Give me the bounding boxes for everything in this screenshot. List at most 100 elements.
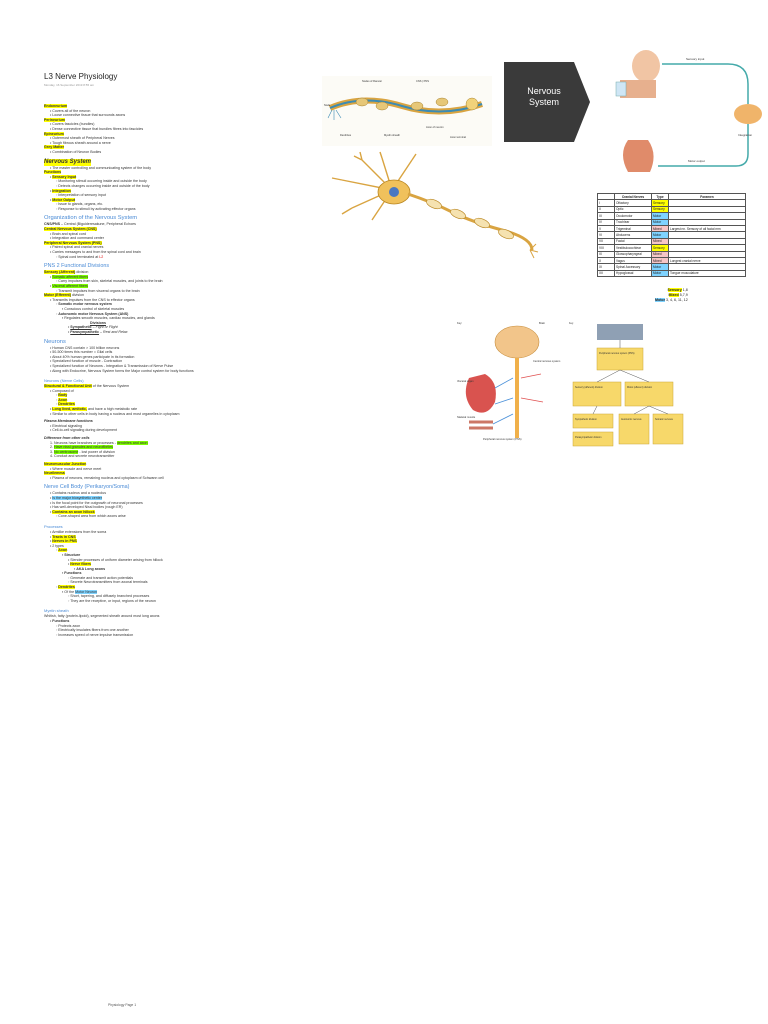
bullet: ◦ Axon — [56, 548, 68, 553]
bullet: • Human CNS contain > 100 billion neuron… — [50, 345, 120, 350]
svg-text:Somatic nervous: Somatic nervous — [655, 418, 674, 421]
bullet: ◦ Monitoring stimuli occurring inside an… — [56, 179, 147, 184]
bullet: • Integration and command center — [50, 236, 105, 241]
bullet: ▪ Functions — [62, 571, 82, 576]
bullet: • Combination of Neuron Bodies — [50, 149, 102, 154]
svg-text:Axon of neuron: Axon of neuron — [426, 125, 444, 129]
bullet: • Long lived, amitotic, and have a high … — [50, 407, 138, 412]
bullet: • About 40% human genes participate in i… — [50, 354, 135, 359]
bullet: ◦ Spinal cord terminated at L2 — [56, 254, 104, 259]
svg-text:Key:: Key: — [569, 322, 574, 325]
bullet: 4. Conduct and secrete neurotransmitter — [50, 454, 115, 459]
neuron-figure — [322, 150, 542, 270]
heading-processes: Processes — [44, 523, 63, 529]
line: Divisions — [90, 320, 106, 325]
term-nmj: Neuromuscular Junction — [44, 462, 87, 466]
bullet: • Transmits impulses from the CNS to eff… — [50, 297, 135, 302]
svg-text:Central nervous system (CNS): Central nervous system (CNS) — [533, 359, 561, 363]
table-cell — [668, 263, 746, 271]
bullet: ◦ Autonomic motor Nervous System (ANS) — [56, 311, 129, 316]
table-cell: Tongue musculature — [668, 269, 746, 278]
pns-flowchart-figure: Key: Peripheral nervous system (PNS) Sens… — [567, 318, 691, 452]
notes-body: Endoneurium • Covers all of the neuron •… — [44, 104, 284, 637]
bullet: • Covers fascicles (bundles) — [50, 122, 95, 127]
bullet: ◦ Carry impulses from skin, skeletal mus… — [56, 279, 163, 284]
bullet: ◦ They are the receptive, or input, regi… — [68, 598, 156, 603]
svg-text:Sensory (afferent) division: Sensory (afferent) division — [575, 386, 603, 389]
term-grey-matter: Grey Matter — [44, 145, 64, 150]
bullet: ▪ AKA Long axons — [74, 566, 106, 571]
nervous-system-arrow: Nervous System — [504, 62, 590, 142]
bullet: • Composed of — [50, 388, 74, 393]
term-epineurium: Epineurium — [44, 131, 64, 136]
cranial-summary: Sensory 1,8 Mixed 5,7,9 Motor 3, 4, 6, 1… — [655, 288, 688, 302]
bullet: • Integration — [50, 188, 71, 193]
term-cns: Central Nervous System (CNS) — [44, 227, 97, 232]
bullet: • Along with Endocrine, Nervous System f… — [50, 368, 194, 373]
svg-text:Motor output: Motor output — [688, 159, 705, 163]
svg-text:Peripheral nervous system (PNS: Peripheral nervous system (PNS) — [599, 352, 635, 355]
page-title: L3 Nerve Physiology — [44, 72, 118, 81]
bullet: • Slender processes of uniform diameter … — [68, 557, 163, 562]
bullet: • Electrical signaling — [50, 423, 83, 428]
heading-pns-divisions: PNS 2 Functional Divisions — [44, 263, 110, 270]
page-footer: Physiology Page 1 — [108, 1003, 137, 1007]
bullet: ◦ Generate and transmit action potential… — [68, 575, 134, 580]
bullet: ◦ Detects changes occurring inside and o… — [56, 183, 150, 188]
bullet: ◦ Axon — [56, 397, 68, 402]
bullet: • Motor Output — [50, 197, 76, 202]
bullet: ◦ Short, tapering, and diffusely branche… — [68, 594, 150, 599]
bullet: • Dense connective tissue that bundles f… — [50, 126, 144, 131]
table-cell: Motor — [651, 269, 669, 278]
svg-text:Node: Node — [324, 103, 331, 107]
heading-difference: Difference from other cells — [44, 436, 90, 441]
table-cell: Hypoglossal — [614, 269, 652, 278]
heading-cell-body: Nerve Cell Body (Perikaryon/Soma) — [44, 484, 130, 491]
bullet: ◦ Somatic motor nervous system — [56, 302, 112, 307]
bullet: • Is the focal point for the outgrowth o… — [50, 500, 143, 505]
line: Motor (Efferent) division — [44, 293, 84, 298]
heading-neurons: Neurons — [44, 338, 66, 345]
bullet: ◦ Issue to glands, organs, etc. — [56, 202, 104, 207]
heading-organization: Organization of the Nervous System — [44, 215, 138, 222]
bullet: • Sympathetic – Fight or Flight — [68, 325, 118, 330]
term-functions: Functions — [44, 170, 62, 175]
bullet: • Tough fibrous sheath around a nerve — [50, 140, 111, 145]
bullet: ▪ Regulates smooth muscles, cardiac musc… — [62, 316, 155, 321]
bullet: • Somatic afferent fibers — [50, 274, 89, 279]
bullet: • Plasma of neurons, remaining nucleus a… — [50, 475, 164, 480]
bullet: • Where muscle and nerve meet — [50, 466, 102, 471]
bullet: • Carries messages to and from the spina… — [50, 250, 141, 255]
term-endoneurium: Endoneurium — [44, 104, 68, 108]
svg-text:Autonomic nervous: Autonomic nervous — [621, 418, 642, 421]
bullet: • Contains nucleus and a nucleolus — [50, 491, 107, 496]
bullet: • Visceral afferent fibers — [50, 284, 88, 288]
bullet: • Has well-developed Nissl bodies (rough… — [50, 505, 123, 510]
table-cell: XII — [597, 269, 615, 278]
svg-text:Peripheral nervous system (PNS: Peripheral nervous system (PNS) — [483, 437, 522, 441]
bullet: ◦ Dendrites — [56, 402, 75, 407]
table-cell: Longest cranial nerve — [668, 256, 746, 265]
svg-text:Nodes of Ranvier: Nodes of Ranvier — [362, 79, 382, 83]
heading-nervous-system: Nervous System — [44, 158, 92, 166]
term-perineurium: Perineurium — [44, 117, 65, 122]
bullet: • Tracts in CNS — [50, 534, 76, 539]
bullet: • Functions — [50, 619, 70, 624]
bullet: • The master controlling and communicati… — [50, 165, 152, 170]
bullet: 3. No centrosome - lost power of divisio… — [50, 449, 115, 454]
bullet: • Specialized function of muscle - Contr… — [50, 359, 123, 364]
bullet: ◦ Secrete Neurotransmitters from axonal … — [68, 580, 148, 585]
bullet: ◦ Response to stimuli by activating effe… — [56, 206, 136, 211]
bullet: ◦ Transmit impulses from visceral organs… — [56, 288, 140, 293]
bullet: • Parasympathetic – Rest and Relax — [68, 329, 128, 334]
bullet: • Covers all of the neuron — [50, 108, 91, 113]
bullet: • Loose connective tissue that surrounds… — [50, 113, 126, 118]
page-date: Monday, 16 September 2019 8:55 am — [44, 83, 95, 87]
svg-text:Dendrites: Dendrites — [340, 133, 352, 137]
bullet: ◦ Protects axon — [56, 623, 81, 628]
svg-text:Myelin sheath: Myelin sheath — [384, 133, 401, 137]
